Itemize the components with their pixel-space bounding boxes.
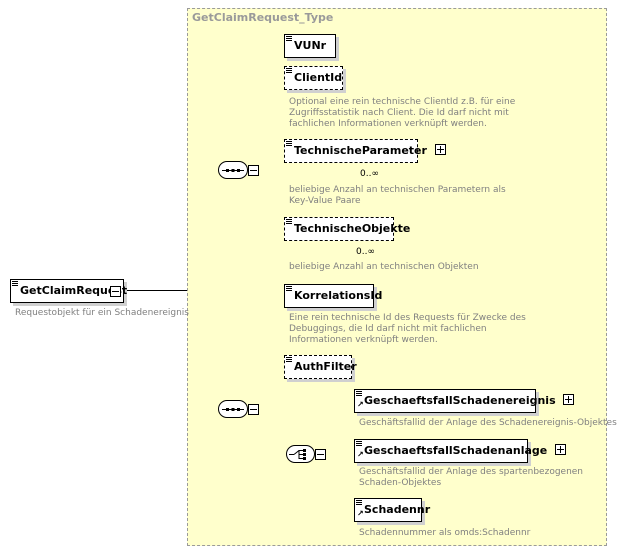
element-marker-icon	[356, 441, 362, 447]
element-marker-icon	[286, 219, 292, 225]
element-vunr[interactable]: VUNr	[284, 34, 336, 58]
sequence-2-collapse-icon[interactable]	[248, 404, 259, 415]
sequence-compositor-2[interactable]	[218, 400, 248, 418]
root-doc: Requestobjekt für ein Schadenereignis	[15, 308, 189, 318]
technischeparameter-cardinality: 0..∞	[360, 169, 379, 179]
reference-arrow-icon: ↗	[357, 509, 364, 518]
element-geschaeftsfallschadenanlage[interactable]: ↗ GeschaeftsfallSchadenanlage	[354, 439, 567, 463]
technischeparameter-doc: beliebige Anzahl an technischen Paramete…	[289, 185, 506, 206]
element-authfilter[interactable]: AuthFilter	[284, 355, 357, 379]
element-schadennr[interactable]: ↗ Schadennr	[354, 498, 430, 522]
choice-collapse-icon[interactable]	[315, 449, 326, 460]
korrelationsid-doc: Eine rein technische Id des Requests für…	[289, 313, 526, 345]
schadennr-doc: Schadennummer als omds:Schadennr	[359, 528, 531, 538]
choice-compositor[interactable]	[286, 445, 315, 463]
reference-arrow-icon: ↗	[357, 400, 364, 409]
element-korrelationsid[interactable]: KorrelationsId	[284, 284, 382, 308]
expand-icon[interactable]	[555, 444, 567, 455]
element-marker-icon	[286, 141, 292, 147]
clientid-doc: Optional eine rein technische ClientId z…	[289, 97, 516, 129]
element-technischeobjekte[interactable]: TechnischeObjekte	[284, 217, 410, 245]
element-technischeparameter[interactable]: TechnischeParameter	[284, 139, 446, 167]
sequence-icon	[222, 408, 244, 411]
element-marker-icon	[286, 36, 292, 42]
expand-icon[interactable]	[563, 394, 575, 405]
technischeobjekte-doc: beliebige Anzahl an technischen Objekten	[289, 262, 479, 272]
element-marker-icon	[12, 281, 18, 287]
sequence-1-collapse-icon[interactable]	[248, 165, 259, 176]
element-clientid[interactable]: ClientId	[284, 66, 343, 90]
element-geschaeftsfallschadenereignis[interactable]: ↗ GeschaeftsfallSchadenereignis	[354, 389, 575, 413]
geschaeftsfallschadenanlage-doc: Geschäftsfallid der Anlage des spartenbe…	[359, 467, 584, 488]
root-element-getclaimrequest[interactable]: GetClaimRequest	[10, 279, 127, 303]
sequence-compositor-1[interactable]	[218, 161, 248, 179]
type-title: GetClaimRequest_Type	[192, 11, 334, 24]
technischeobjekte-cardinality: 0..∞	[356, 247, 375, 257]
element-marker-icon	[356, 391, 362, 397]
collapse-icon[interactable]	[110, 286, 121, 297]
element-marker-icon	[286, 286, 292, 292]
expand-icon[interactable]	[434, 144, 446, 155]
geschaeftsfallschadenereignis-doc: Geschäftsfallid der Anlage des Schadener…	[359, 418, 617, 428]
reference-arrow-icon: ↗	[357, 450, 364, 459]
complex-type-box	[187, 8, 607, 546]
choice-icon	[289, 449, 306, 460]
element-marker-icon	[286, 357, 292, 363]
element-marker-icon	[356, 500, 362, 506]
sequence-icon	[222, 169, 244, 172]
element-marker-icon	[286, 68, 292, 74]
